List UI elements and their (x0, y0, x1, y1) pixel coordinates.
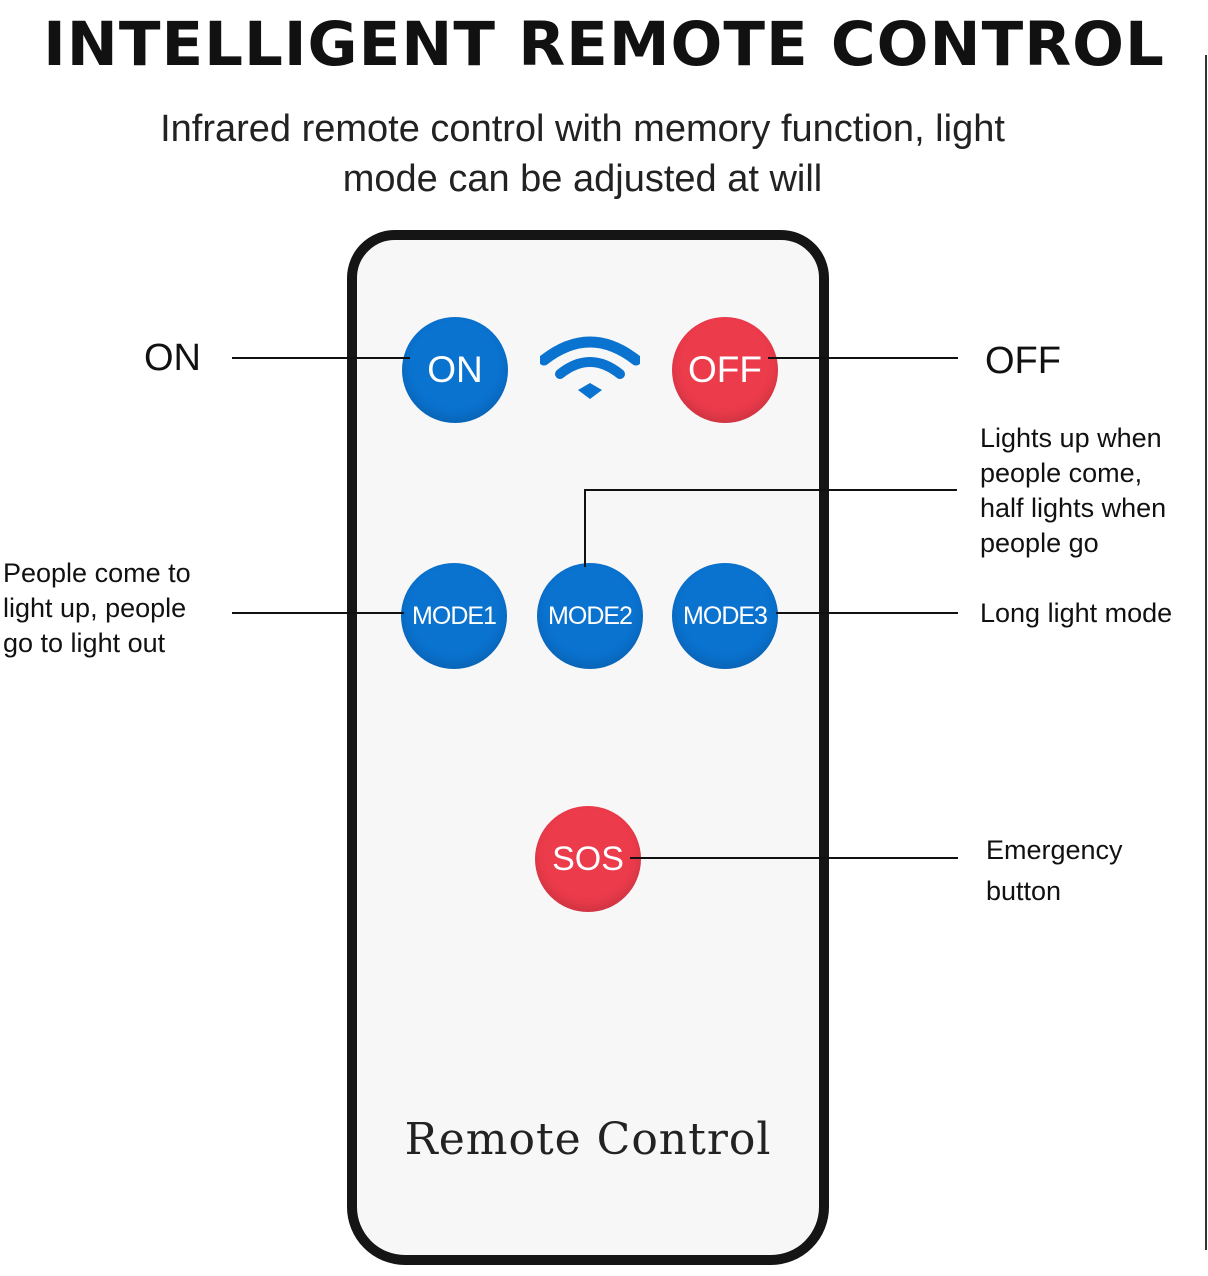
mode3-button[interactable]: MODE3 (672, 563, 778, 669)
callout-mode1-line-2: light up, people (3, 593, 187, 623)
callout-mode1-line-1: People come to (3, 558, 191, 588)
callout-mode2-line-vertical (584, 489, 586, 567)
callout-mode2-line-1: Lights up when (980, 423, 1162, 453)
off-button-label: OFF (688, 349, 762, 390)
sos-button-label: SOS (552, 840, 624, 878)
mode3-button-label: MODE3 (683, 602, 768, 630)
callout-sos-line-1: Emergency (986, 835, 1123, 865)
callout-mode2-line-2: people come, (980, 458, 1143, 488)
mode1-button-label: MODE1 (412, 602, 497, 630)
callout-mode3: Long light mode (980, 598, 1173, 628)
callout-sos-line (630, 857, 958, 859)
on-button-label: ON (427, 349, 483, 390)
off-button[interactable]: OFF (672, 317, 778, 423)
callout-on: ON (144, 337, 201, 379)
callout-sos-line-2: button (986, 876, 1062, 906)
callout-mode1: People come to light up, people go to li… (3, 556, 191, 661)
callout-mode2-line-3: half lights when (980, 493, 1167, 523)
subtitle-line-1: Infrared remote control with memory func… (160, 108, 1005, 150)
mode1-button[interactable]: MODE1 (401, 563, 507, 669)
sos-button[interactable]: SOS (535, 806, 641, 912)
remote-control-label: Remote Control (404, 1114, 772, 1165)
callout-off: OFF (985, 340, 1061, 382)
callout-off-line (768, 357, 958, 359)
callout-mode1-line (232, 612, 404, 614)
callout-mode1-line-3: go to light out (3, 628, 166, 658)
callout-mode2-line-horizontal (585, 489, 957, 491)
callout-on-line (232, 357, 410, 359)
subtitle-line-2: mode can be adjusted at will (342, 158, 823, 200)
callout-mode2-line-4: people go (980, 528, 1099, 558)
page-subtitle: Infrared remote control with memory func… (40, 104, 1125, 204)
callout-sos: Emergency button (986, 833, 1123, 909)
page-title: INTELLIGENT REMOTE CONTROL (43, 9, 1165, 80)
callout-mode3-line (776, 612, 958, 614)
mode2-button[interactable]: MODE2 (537, 563, 643, 669)
wifi-icon (540, 336, 640, 399)
callout-mode2: Lights up when people come, half lights … (980, 421, 1166, 561)
right-edge-divider (1205, 55, 1207, 1250)
on-button[interactable]: ON (402, 317, 508, 423)
mode2-button-label: MODE2 (548, 602, 633, 630)
